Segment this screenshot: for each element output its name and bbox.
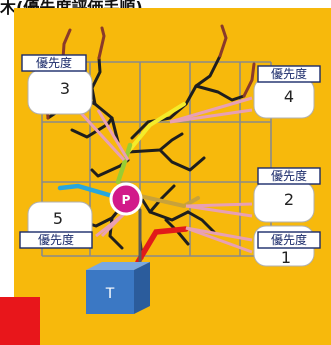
- base-box: T: [86, 262, 150, 314]
- callout-1: 優先度 1: [253, 225, 321, 267]
- callout-1-value: 1: [281, 248, 291, 267]
- red-marker: [0, 297, 40, 345]
- callout-2: 優先度 2: [253, 167, 321, 223]
- callout-5: 5 優先度: [19, 201, 93, 249]
- priority-2-branch: [138, 194, 200, 209]
- callout-1-tag: 優先度: [271, 232, 307, 247]
- callout-5-tag: 優先度: [38, 232, 74, 247]
- base-label: T: [105, 286, 115, 302]
- point-label: P: [122, 193, 131, 207]
- callout-4: 優先度 4: [253, 65, 321, 119]
- callout-4-value: 4: [284, 87, 294, 106]
- callout-5-value: 5: [53, 209, 63, 228]
- callout-3-value: 3: [60, 79, 70, 98]
- callout-3: 優先度 3: [21, 54, 93, 115]
- callout-4-tag: 優先度: [271, 66, 307, 81]
- priority-1-branch: [135, 226, 189, 265]
- callout-2-value: 2: [284, 190, 294, 209]
- callout-pointers: [78, 96, 253, 254]
- priority-4-branch: [126, 102, 186, 154]
- callout-2-tag: 優先度: [271, 168, 307, 183]
- point-p: P: [109, 182, 143, 216]
- callout-3-tag: 優先度: [36, 55, 72, 70]
